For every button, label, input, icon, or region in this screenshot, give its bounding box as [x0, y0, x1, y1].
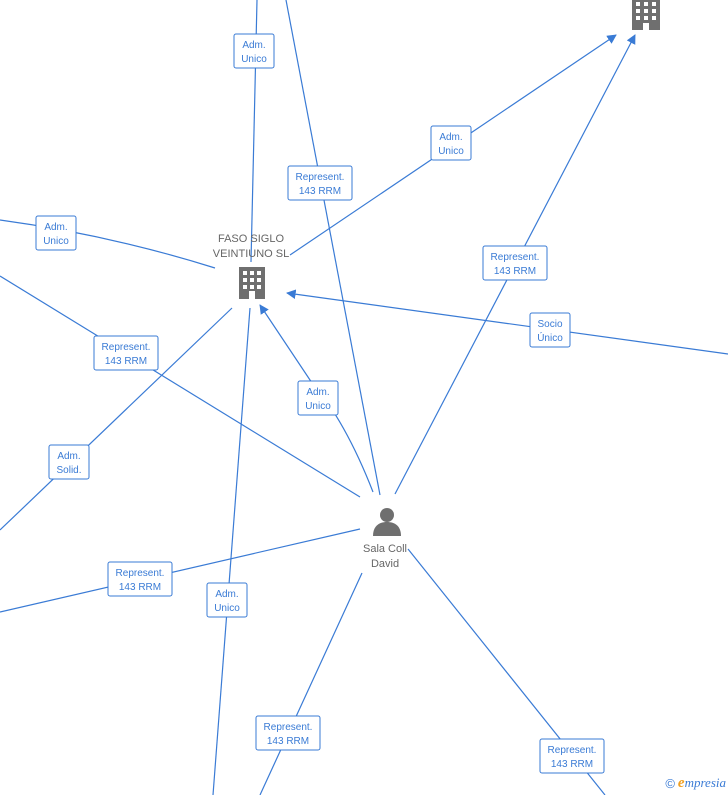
edge-label-box [255, 715, 321, 751]
edge-label[interactable]: Adm. Unico [430, 125, 472, 161]
edge-label-text: Adm. [44, 222, 67, 233]
edge-label-text: Unico [438, 146, 464, 157]
edge-label-box [297, 380, 339, 416]
edge-label-box [287, 165, 353, 201]
building-icon [632, 0, 660, 30]
edge-label-text: Solid. [56, 465, 81, 476]
edge-label-box [539, 738, 605, 774]
edge-line [286, 289, 728, 355]
edge-label-text: Socio [537, 319, 562, 330]
edge-label-text: 143 RRM [299, 186, 341, 197]
node-top-company[interactable] [632, 0, 660, 30]
edge-label[interactable]: Adm. Unico [297, 380, 339, 416]
edge-label-text: Represent. [102, 342, 151, 353]
edge-label-box [93, 335, 159, 371]
edge-label[interactable]: Socio Único [529, 312, 571, 348]
edge-label-box [107, 561, 173, 597]
edge-label-text: Represent. [548, 745, 597, 756]
edge-label[interactable]: Represent. 143 RRM [287, 165, 353, 201]
edge-label-text: Represent. [264, 722, 313, 733]
edge-line [212, 307, 251, 795]
edge-label-text: Adm. [57, 451, 80, 462]
edge-label-text: Adm. [215, 589, 238, 600]
edge-label-box [529, 312, 571, 348]
edge-label[interactable]: Adm. Unico [35, 215, 77, 251]
edge-label-text: 143 RRM [119, 582, 161, 593]
edge-label-text: Represent. [491, 252, 540, 263]
edge-labels: Adm. Unico Represent. 143 RRM Adm. Unico… [35, 33, 605, 774]
edge-label[interactable]: Represent. 143 RRM [93, 335, 159, 371]
edge-label-text: 143 RRM [551, 759, 593, 770]
copyright-symbol: © [665, 776, 675, 791]
company-name-line: FASO SIGLO [218, 233, 284, 245]
node-faso-siglo-veintiuno[interactable]: FASO SIGLO VEINTIUNO SL [213, 233, 289, 299]
edge-label[interactable]: Represent. 143 RRM [255, 715, 321, 751]
person-icon [373, 508, 401, 536]
edge-label-text: 143 RRM [494, 266, 536, 277]
edge-label-text: Unico [214, 603, 240, 614]
edge-label[interactable]: Represent. 143 RRM [482, 245, 548, 281]
edge-label-box [482, 245, 548, 281]
person-name-line: David [371, 558, 399, 570]
edge-label-box [48, 444, 90, 480]
edge-label-box [233, 33, 275, 69]
edge-label-box [430, 125, 472, 161]
edge-label-text: Unico [241, 54, 267, 65]
edge-label-text: Único [537, 331, 563, 344]
edge-line [0, 307, 233, 531]
edge-line [285, 0, 381, 496]
edge-label[interactable]: Represent. 143 RRM [539, 738, 605, 774]
edge-label-box [206, 582, 248, 618]
edge-line [0, 219, 216, 269]
edge-label-text: Adm. [242, 40, 265, 51]
empresia-watermark[interactable]: © empresia [665, 775, 726, 792]
building-icon [239, 267, 265, 299]
edge-label-text: Unico [305, 401, 331, 412]
edge-label-text: Adm. [306, 387, 329, 398]
edge-label-box [35, 215, 77, 251]
edge-label-text: Unico [43, 236, 69, 247]
edge-label-text: Adm. [439, 132, 462, 143]
edge-label-text: Represent. [116, 568, 165, 579]
person-name-line: Sala Coll [363, 543, 407, 555]
edge-label-text: Represent. [296, 172, 345, 183]
company-name-line: VEINTIUNO SL [213, 248, 289, 260]
edge-label[interactable]: Adm. Unico [233, 33, 275, 69]
edge-label[interactable]: Adm. Solid. [48, 444, 90, 480]
edge-label-text: 143 RRM [105, 356, 147, 367]
edge-label[interactable]: Adm. Unico [206, 582, 248, 618]
node-sala-coll-david[interactable]: Sala Coll David [363, 508, 407, 570]
empresia-logo: empresia [677, 775, 726, 791]
edge-line [0, 528, 361, 613]
edge-line [0, 275, 361, 498]
edge-line [259, 572, 363, 795]
edge-label[interactable]: Represent. 143 RRM [107, 561, 173, 597]
edge-label-text: 143 RRM [267, 736, 309, 747]
